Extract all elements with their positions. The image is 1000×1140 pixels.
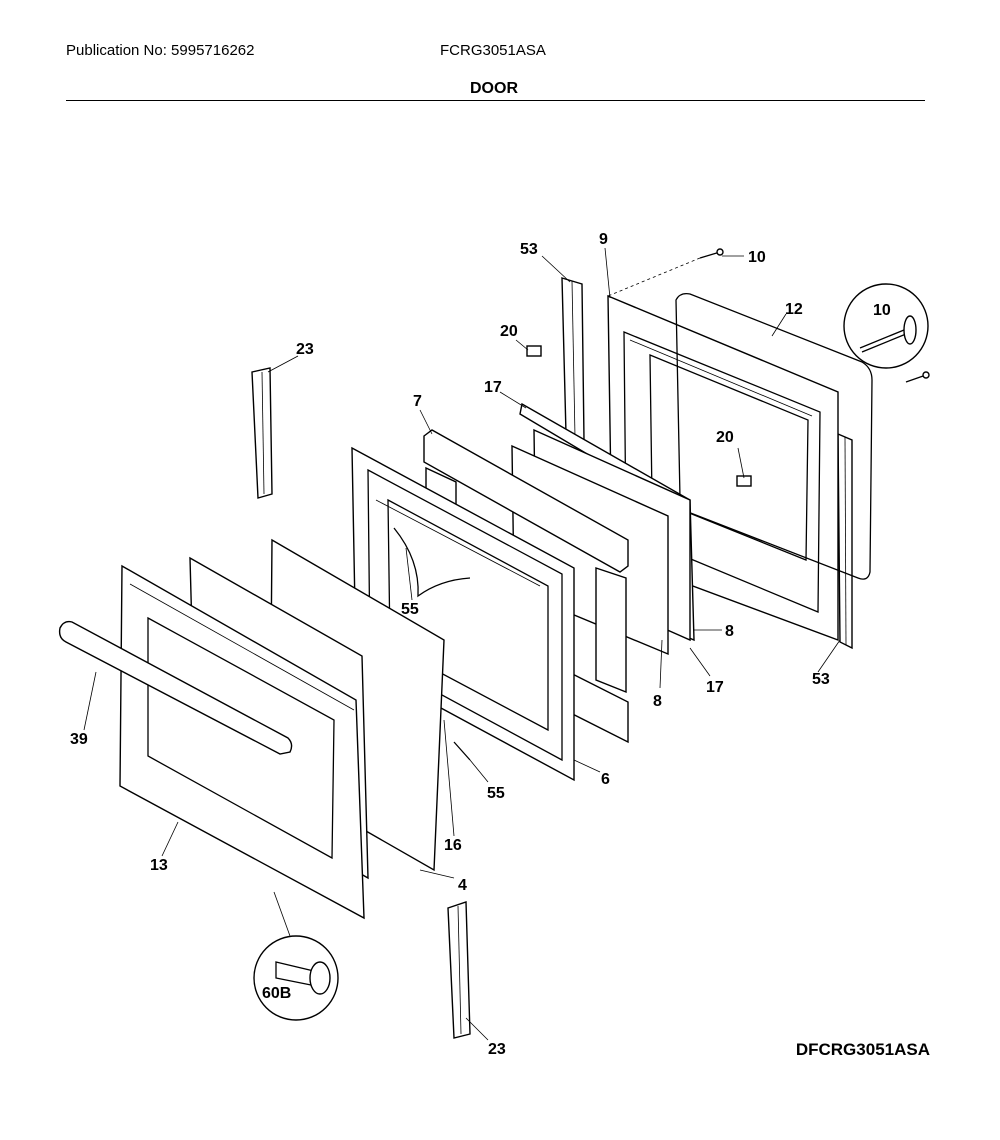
callout-8-right: 8 [725,623,734,640]
callout-12: 12 [785,301,803,318]
diagram-id: DFCRG3051ASA [795,1040,930,1059]
publication-number: Publication No: 5995716262 [66,42,255,59]
callout-20-lower: 20 [716,429,734,446]
part-23-hinge-lower [447,901,471,1039]
callout-20-upper: 20 [500,323,518,340]
header-divider [66,100,925,101]
callout-10-top: 10 [748,249,766,266]
callout-23-upper: 23 [296,341,314,358]
part-10-inset-circle [843,283,929,369]
callout-17-lower: 17 [706,679,724,696]
callout-9: 9 [599,231,608,248]
callout-55-upper: 55 [401,601,419,618]
callout-leaders [83,247,841,1041]
page-title: DOOR [470,80,518,97]
part-53-rear-strip-right [837,432,853,650]
callout-8-lower: 8 [653,693,662,710]
callout-6: 6 [601,771,610,788]
callout-13: 13 [150,857,168,874]
callout-53-bottom: 53 [812,671,830,688]
callout-10-inset: 10 [873,302,891,319]
callout-60b: 60B [262,985,291,1002]
part-13-outer-door-panel [119,564,365,920]
part-10-screws [607,248,930,383]
part-60b-inset-circle [253,891,339,1021]
callout-53-top: 53 [520,241,538,258]
callout-4: 4 [458,877,467,894]
part-55-wires [393,527,471,761]
callout-16: 16 [444,837,462,854]
callout-17-upper: 17 [484,379,502,396]
model-number: FCRG3051ASA [440,42,546,59]
part-53-rear-strip-left [561,277,585,441]
callout-7: 7 [413,393,422,410]
callout-23-lower: 23 [488,1041,506,1058]
callout-39: 39 [70,731,88,748]
part-23-hinge-upper [251,367,273,499]
callout-55-lower: 55 [487,785,505,802]
part-39-handle [58,620,293,755]
